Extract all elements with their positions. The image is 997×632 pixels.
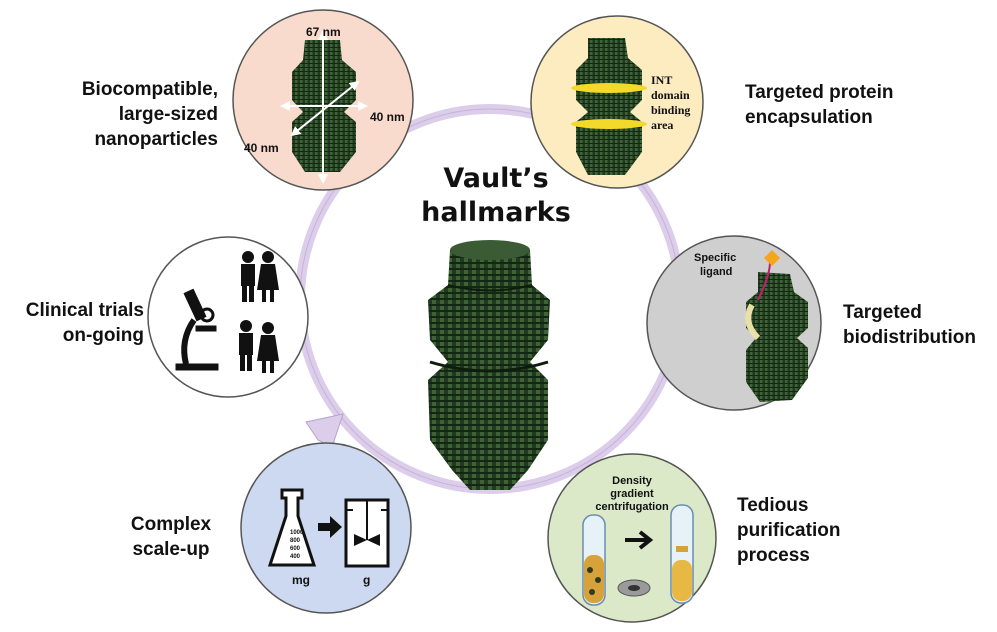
title-line-2: hallmarks [386,196,606,230]
label-line: scale-up [116,537,226,562]
label-complex-scale-up: Complex scale-up [116,512,226,562]
label-line: nanoparticles [40,127,218,152]
flask-graduation: 1000 [290,530,304,536]
label-clinical-trials: Clinical trials on-going [0,298,144,348]
flask-graduation: 800 [290,538,301,544]
label-targeted-protein: Targeted protein encapsulation [745,80,894,130]
flask-graduation: 400 [290,554,301,560]
label-targeted-biodistribution: Targeted biodistribution [843,300,976,350]
feature-circle-purification: Density gradient centrifugation [548,454,716,622]
int-domain-line-4: area [651,118,673,132]
scale-from-label: mg [292,573,310,587]
int-domain-line-1: INT [651,73,672,87]
flask-graduation: 600 [290,546,301,552]
label-line: on-going [0,323,144,348]
diagram-title: Vault’s hallmarks [386,162,606,230]
ligand-line-1: Specific [694,252,736,264]
label-line: process [737,543,840,568]
feature-circle-biodistribution: Specific ligand [647,236,821,410]
reactor-icon [346,500,388,566]
central-vault-image [428,240,550,490]
label-biocompatible: Biocompatible, large-sized nanoparticles [40,77,218,152]
label-line: Targeted protein [745,80,894,105]
int-domain-line-3: binding [651,103,690,117]
label-line: Complex [116,512,226,537]
scale-to-label: g [363,573,370,587]
density-line-1: Density [612,475,653,487]
feature-circle-clinical [148,237,308,397]
label-line: Targeted [843,300,976,325]
centrifuge-icon [618,580,650,596]
label-tedious-purification: Tedious purification process [737,493,840,568]
label-line: biodistribution [843,325,976,350]
title-line-1: Vault’s [386,162,606,196]
density-line-2: gradient [610,488,654,500]
cycle-arrowhead-icon [306,414,343,447]
density-line-3: centrifugation [595,501,669,513]
label-line: Biocompatible, [40,77,218,102]
feature-circle-scale-up: 1000 800 600 400 mg g [241,443,411,613]
ligand-line-2: ligand [700,266,732,278]
label-line: encapsulation [745,105,894,130]
label-line: Tedious [737,493,840,518]
dimension-depth: 40 nm [244,141,279,155]
dimension-height: 67 nm [306,25,341,39]
test-tube-icon [583,515,605,605]
dimension-width: 40 nm [370,110,405,124]
label-line: purification [737,518,840,543]
test-tube-icon [671,505,693,603]
label-line: large-sized [40,102,218,127]
int-domain-line-2: domain [651,88,690,102]
label-line: Clinical trials [0,298,144,323]
